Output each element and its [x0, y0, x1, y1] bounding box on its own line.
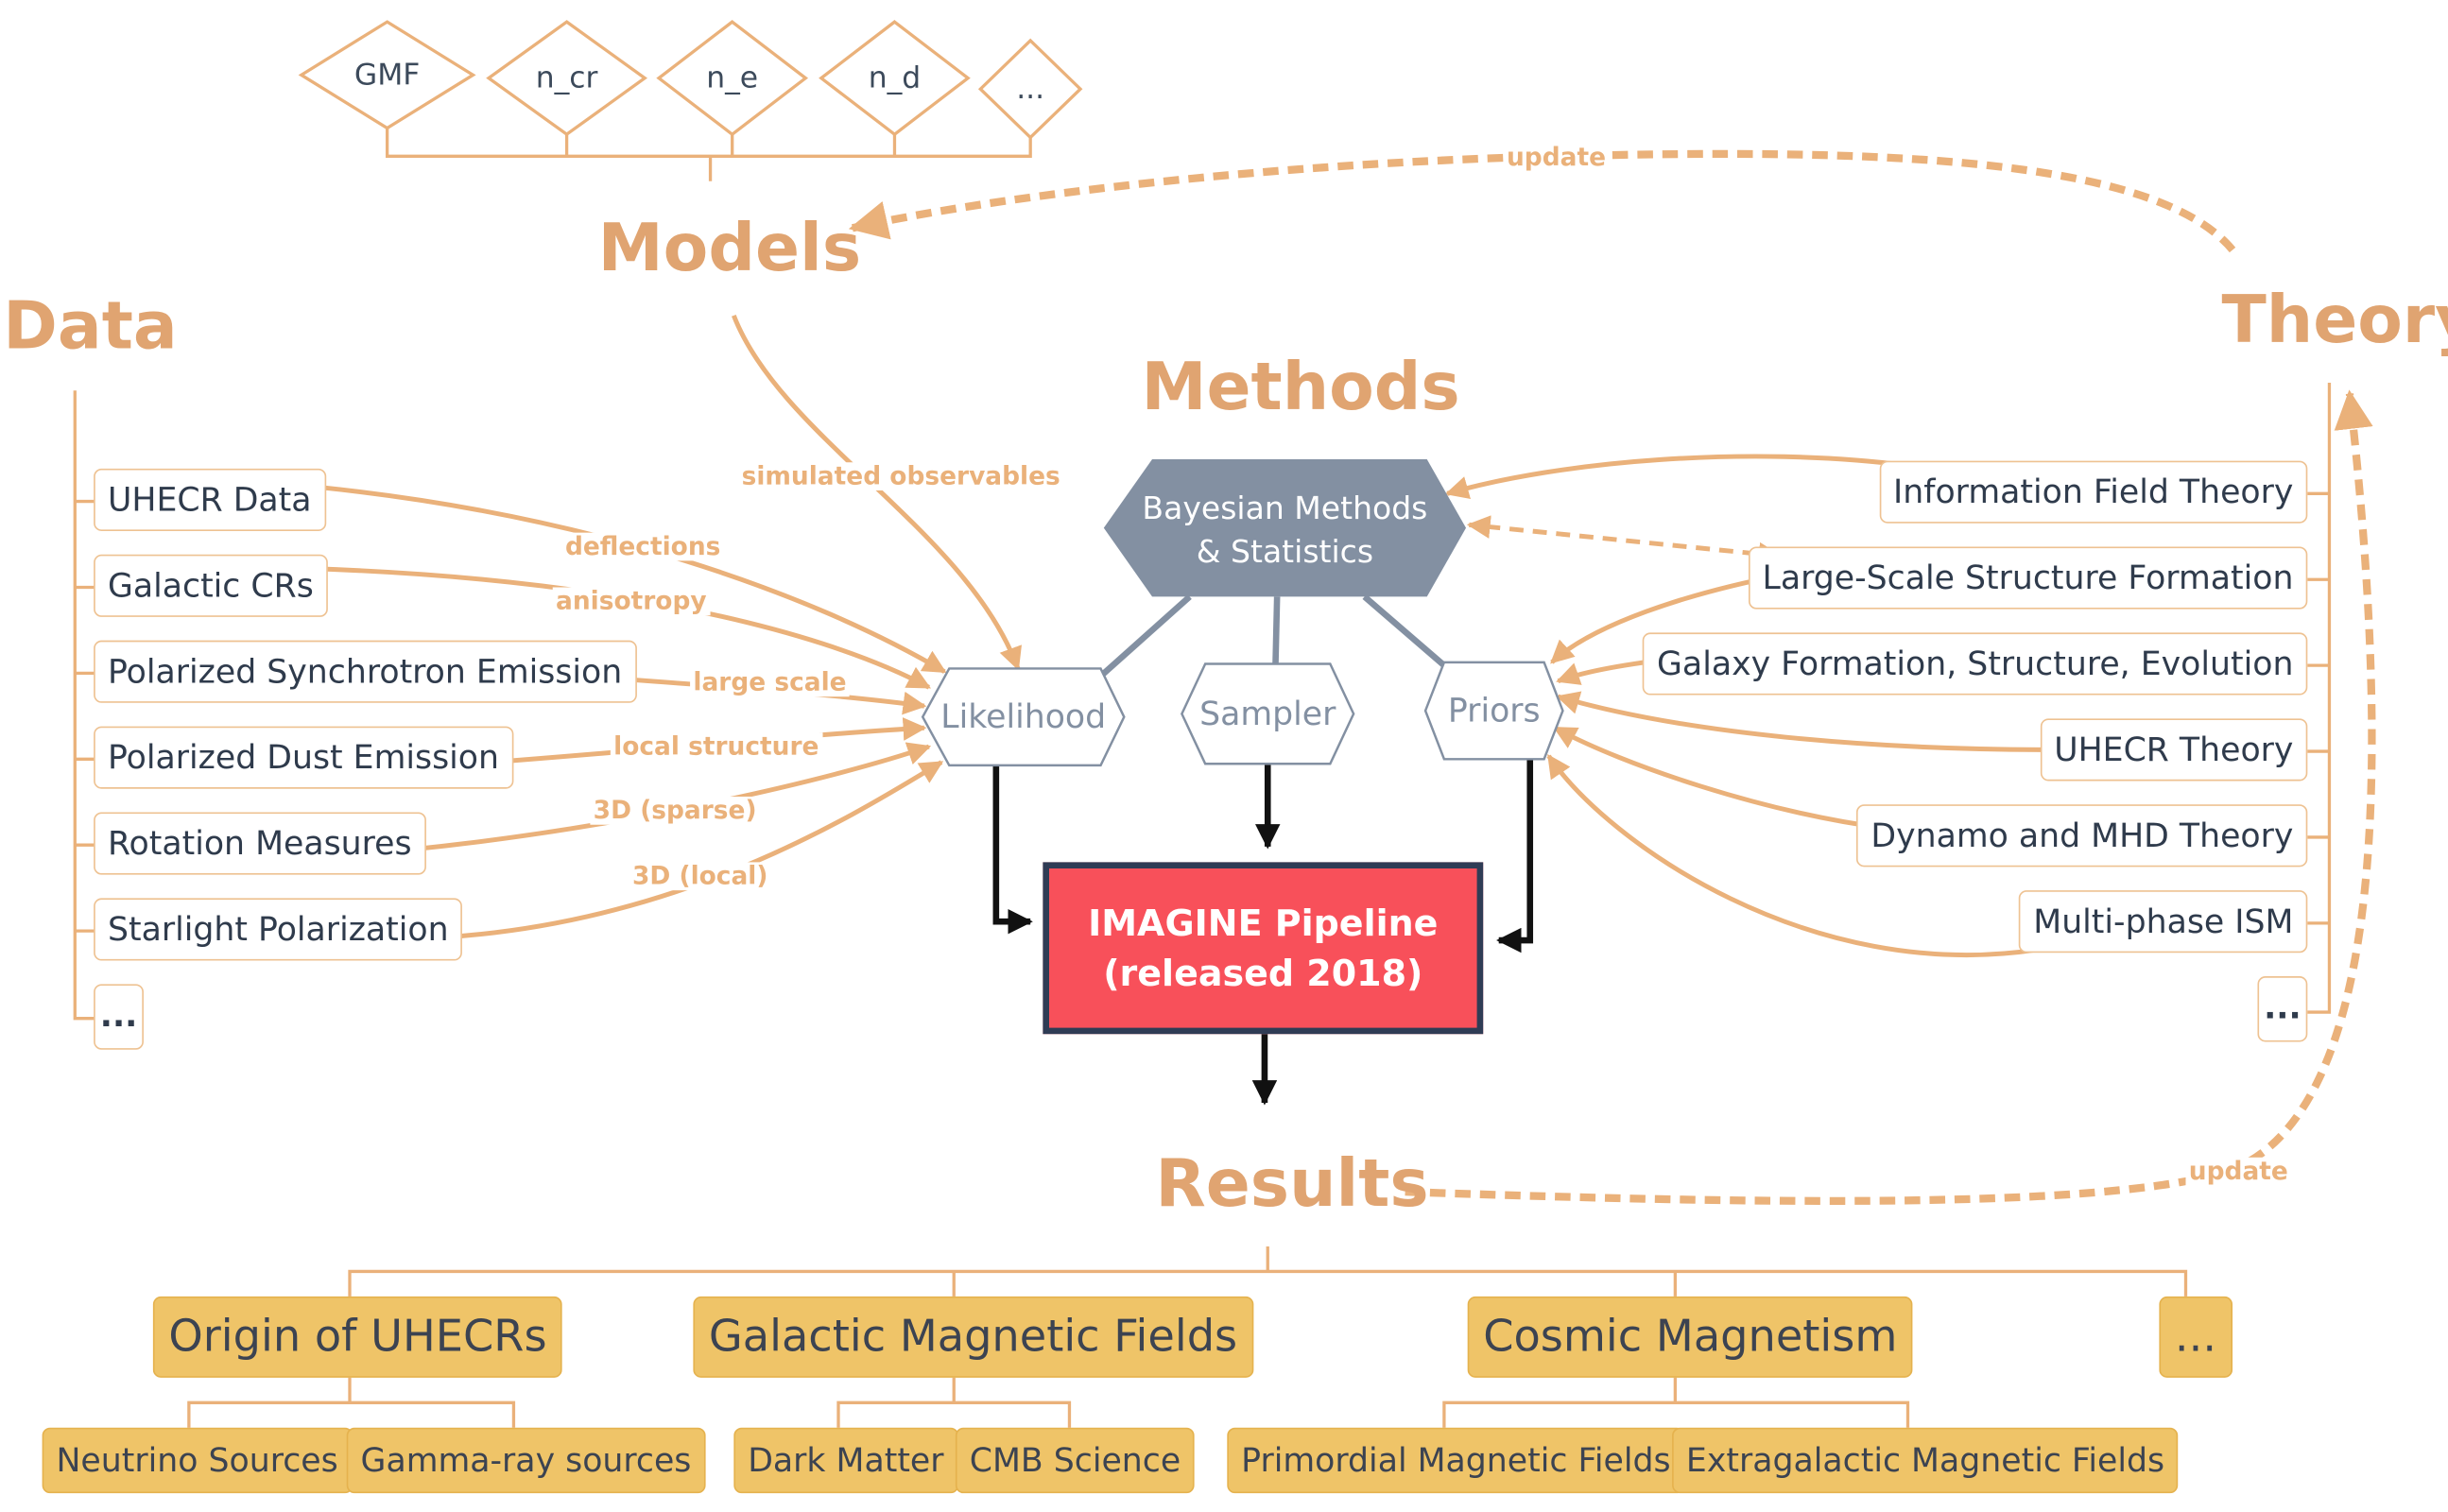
diamond-nd: [819, 20, 971, 137]
model-diamonds: [298, 20, 1083, 140]
result-sub-dark-matter: Dark Matter: [733, 1427, 958, 1494]
theory-item-uhecr: UHECR Theory: [2040, 718, 2308, 782]
data-item-more: ...: [94, 984, 144, 1050]
imagine-pipeline-box: IMAGINE Pipeline (released 2018): [1043, 862, 1484, 1035]
priors-label: Priors: [1447, 692, 1541, 730]
bayes-links: [1099, 593, 1447, 678]
result-sub-extragalactic-fields: Extragalactic Magnetic Fields: [1672, 1427, 2179, 1494]
theory-item-ism: Multi-phase ISM: [2019, 890, 2308, 954]
update-label-top: update: [1503, 143, 1610, 172]
edge-label-local-structure: local structure: [610, 731, 822, 761]
sampler-hexagon: [1181, 662, 1355, 765]
result-galactic-magnetic-fields: Galactic Magnetic Fields: [693, 1296, 1253, 1378]
likelihood-hexagon: [921, 667, 1126, 767]
edge-label-3d-sparse: 3D (sparse): [590, 796, 760, 825]
result-cosmic-magnetism: Cosmic Magnetism: [1467, 1296, 1913, 1378]
diamond-more: [977, 38, 1083, 140]
diamond-ne: [656, 20, 809, 137]
theory-item-dynamo: Dynamo and MHD Theory: [1856, 804, 2308, 868]
priors-hexagon: [1423, 661, 1564, 761]
model-more-label: ...: [1016, 72, 1045, 107]
method-hexagons: [921, 661, 1564, 767]
result-origin-uhecrs: Origin of UHECRs: [152, 1296, 563, 1378]
pipeline-title: IMAGINE Pipeline: [1088, 904, 1439, 945]
diamond-gmf: [298, 20, 476, 130]
data-item-rotation-measures: Rotation Measures: [94, 812, 426, 875]
result-sub-gamma-ray-sources: Gamma-ray sources: [346, 1427, 706, 1494]
theory-spine: [2307, 382, 2332, 1014]
pipeline-arrows: [992, 759, 1534, 1106]
theory-item-lss: Large-Scale Structure Formation: [1748, 546, 2308, 610]
bayes-hexagon: [1103, 458, 1467, 597]
edge-label-3d-local: 3D (local): [629, 862, 771, 891]
likelihood-label: Likelihood: [940, 697, 1107, 736]
model-ncr-label: n_cr: [535, 60, 598, 95]
data-item-dust: Polarized Dust Emission: [94, 726, 513, 789]
theory-item-more: ...: [2257, 976, 2308, 1042]
data-item-galactic-crs: Galactic CRs: [94, 554, 328, 617]
simulated-observables-label: simulated observables: [738, 461, 1064, 491]
data-item-starlight: Starlight Polarization: [94, 898, 463, 961]
data-item-synchrotron: Polarized Synchrotron Emission: [94, 640, 637, 703]
results-tree: [187, 1246, 2188, 1428]
results-heading: Results: [1155, 1144, 1429, 1222]
data-heading: Data: [3, 287, 178, 365]
edge-label-anisotropy: anisotropy: [552, 587, 710, 616]
edge-label-large-scale: large scale: [690, 668, 850, 697]
result-sub-neutrino-sources: Neutrino Sources: [42, 1427, 353, 1494]
pipeline-subtitle: (released 2018): [1103, 954, 1423, 995]
bayes-label-line1: Bayesian Methods: [1142, 489, 1428, 527]
theory-to-methods-arrows: [1444, 454, 2054, 957]
models-bracket: [385, 128, 1032, 181]
edge-label-deflections: deflections: [561, 532, 724, 561]
theory-item-ift: Information Field Theory: [1879, 460, 2308, 524]
diamond-ncr: [486, 20, 648, 137]
models-heading: Models: [597, 209, 862, 286]
methods-heading: Methods: [1141, 348, 1460, 425]
result-sub-cmb-science: CMB Science: [955, 1427, 1196, 1494]
model-nd-label: n_d: [868, 60, 922, 95]
model-gmf-label: GMF: [353, 58, 421, 93]
theory-heading: Theory: [2221, 281, 2448, 358]
result-more: ...: [2159, 1296, 2233, 1378]
data-spine: [73, 390, 97, 1021]
data-item-uhecr: UHECR Data: [94, 468, 326, 531]
theory-item-galaxy-formation: Galaxy Formation, Structure, Evolution: [1643, 632, 2308, 696]
result-sub-primordial-fields: Primordial Magnetic Fields: [1227, 1427, 1685, 1494]
bayes-label-line2: & Statistics: [1196, 532, 1374, 571]
sampler-label: Sampler: [1199, 695, 1336, 733]
update-label-bottom: update: [2185, 1157, 2292, 1186]
model-ne-label: n_e: [706, 60, 759, 95]
